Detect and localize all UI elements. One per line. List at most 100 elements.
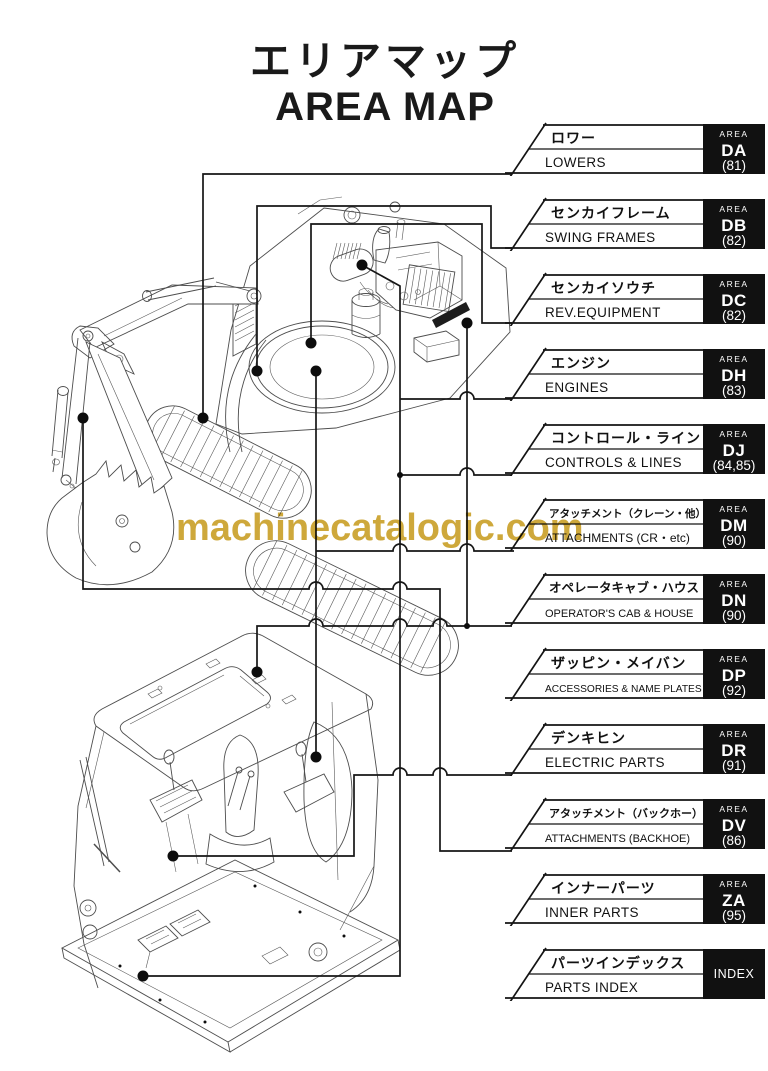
area-label-en: REV.EQUIPMENT [545,305,661,320]
area-tag: AREA [719,654,748,664]
area-label-en: ENGINES [545,380,609,395]
area-code: DJ [723,441,746,460]
connector-cab-house [256,618,512,672]
area-code: DC [721,291,747,310]
area-page: (90) [722,533,746,548]
area-box-dr[interactable]: デンキヒン ELECTRIC PARTS AREA DR (91) [505,722,768,776]
callout-dots [77,259,473,982]
excavator-overview-illustration [46,196,511,676]
area-box-da[interactable]: ロワー LOWERS AREA DA (81) [505,122,768,176]
area-label-jp: デンキヒン [551,730,626,746]
area-page: (82) [722,233,746,248]
connector-engines-stem [361,264,401,475]
connector-controls-lines [143,467,512,977]
junction-dot-controls [397,472,403,478]
area-code: DR [721,741,747,760]
callout-dot-attachments-backhoe [77,412,89,424]
connector-swing-frames [256,205,512,371]
area-label-en: SWING FRAMES [545,230,656,245]
callout-dot-controls-pedal [137,970,149,982]
area-code: ZA [722,891,746,910]
page-title-english: AREA MAP [275,85,495,130]
connector-attachments-cr [316,543,514,552]
area-label-jp: センカイソウチ [551,280,656,296]
area-tag: AREA [719,354,748,364]
connector-rev-equipment [310,223,512,343]
area-page: (86) [722,833,746,848]
area-page: (91) [722,758,746,773]
area-label-jp: ロワー [551,130,596,146]
connector-attachments-backhoe [82,418,512,852]
area-code: DM [720,516,747,535]
area-page: (92) [722,683,746,698]
area-page: (90) [722,608,746,623]
area-label-en: ATTACHMENTS (CR・etc) [545,531,690,545]
area-page: (82) [722,308,746,323]
area-box-db[interactable]: センカイフレーム SWING FRAMES AREA DB (82) [505,197,768,251]
callout-dot-rev-equipment [305,337,317,349]
callout-dot-lowers [197,412,209,424]
area-tag: AREA [719,729,748,739]
callout-dot-cab-side [310,751,322,763]
area-box-dh[interactable]: エンジン ENGINES AREA DH (83) [505,347,768,401]
area-label-jp: インナーパーツ [551,880,656,896]
area-label-jp: アタッチメント（バックホー） [549,807,703,820]
area-tag: AREA [719,129,748,139]
operator-cab-and-floor-illustration [61,632,401,1053]
area-code: DB [721,216,747,235]
area-tag: AREA [719,504,748,514]
connector-lowers [202,173,512,418]
callout-dot-attachments-cr [310,365,322,377]
area-box-index[interactable]: パーツインデックス PARTS INDEX INDEX [505,947,768,1001]
area-label-en: CONTROLS & LINES [545,455,682,470]
callout-dot-cab-roof [251,666,263,678]
area-tag: AREA [719,204,748,214]
area-label-jp: センカイフレーム [551,205,671,221]
area-label-en: ELECTRIC PARTS [545,755,665,770]
area-label-en: INNER PARTS [545,905,639,920]
callout-dot-swing-frames [251,365,263,377]
area-label-jp: エンジン [551,355,611,371]
area-page: (83) [722,383,746,398]
area-tag: AREA [719,279,748,289]
area-code: DA [721,141,747,160]
area-label-jp: アタッチメント（クレーン・他） [549,507,706,520]
area-code: DP [722,666,747,685]
area-box-dn[interactable]: オペレータキャブ・ハウス OPERATOR'S CAB & HOUSE AREA… [505,572,768,626]
area-code: DN [721,591,747,610]
callout-dot-cab-house-upper [461,317,473,329]
area-label-en: ATTACHMENTS (BACKHOE) [545,833,690,845]
area-tag: AREA [719,579,748,589]
area-label-jp: ザッピン・メイバン [551,655,686,671]
area-box-dp[interactable]: ザッピン・メイバン ACCESSORIES & NAME PLATES AREA… [505,647,768,701]
area-tag: INDEX [714,967,755,981]
page-title: エリアマップ AREA MAP [205,38,565,129]
area-box-dj[interactable]: コントロール・ライン CONTROLS & LINES AREA DJ (84,… [505,422,768,476]
area-tag: AREA [719,804,748,814]
area-page: (95) [722,908,746,923]
area-box-za[interactable]: インナーパーツ INNER PARTS AREA ZA (95) [505,872,768,926]
connector-lines [82,173,514,977]
area-label-en: ACCESSORIES & NAME PLATES [545,684,702,695]
area-box-dm[interactable]: アタッチメント（クレーン・他） ATTACHMENTS (CR・etc) ARE… [505,497,768,551]
area-label-en: OPERATOR'S CAB & HOUSE [545,608,693,620]
area-label-en: LOWERS [545,155,606,170]
area-tag: AREA [719,429,748,439]
callout-dot-electric-parts [167,850,179,862]
connector-electric-parts [173,767,512,857]
area-tag: AREA [719,879,748,889]
callout-dot-engines [356,259,368,271]
area-label-jp: オペレータキャブ・ハウス [549,580,699,595]
area-page: (84,85) [713,458,756,473]
area-box-dc[interactable]: センカイソウチ REV.EQUIPMENT AREA DC (82) [505,272,768,326]
area-code: DV [722,816,747,835]
area-box-dv[interactable]: アタッチメント（バックホー） ATTACHMENTS (BACKHOE) ARE… [505,797,768,851]
area-code: DH [721,366,747,385]
area-page: (81) [722,158,746,173]
area-label-en: PARTS INDEX [545,980,638,995]
page-title-japanese: エリアマップ [250,38,520,84]
area-label-jp: パーツインデックス [551,955,685,971]
junction-dot-cab-house [464,623,470,629]
